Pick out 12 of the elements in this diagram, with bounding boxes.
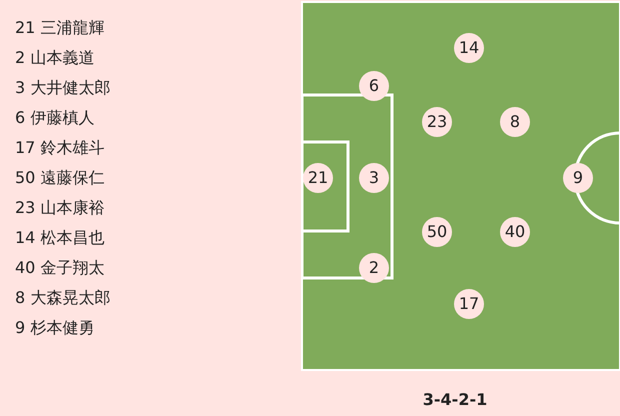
roster-entry: 40 金子翔太 — [15, 258, 104, 278]
roster-entry: 17 鈴木雄斗 — [15, 138, 104, 158]
roster-entry: 8 大森晃太郎 — [15, 288, 110, 308]
roster-entry: 50 遠藤保仁 — [15, 168, 104, 188]
roster-entry: 14 松本昌也 — [15, 228, 104, 248]
formation-caption: 3-4-2-1 — [422, 390, 488, 409]
roster-entry: 21 三浦龍輝 — [15, 18, 104, 38]
roster-entry: 2 山本義道 — [15, 48, 94, 68]
roster-entry: 6 伊藤槙人 — [15, 108, 94, 128]
roster-entry: 9 杉本健勇 — [15, 318, 94, 338]
roster-entry: 3 大井健太郎 — [15, 78, 110, 98]
roster-entry: 23 山本康裕 — [15, 198, 104, 218]
